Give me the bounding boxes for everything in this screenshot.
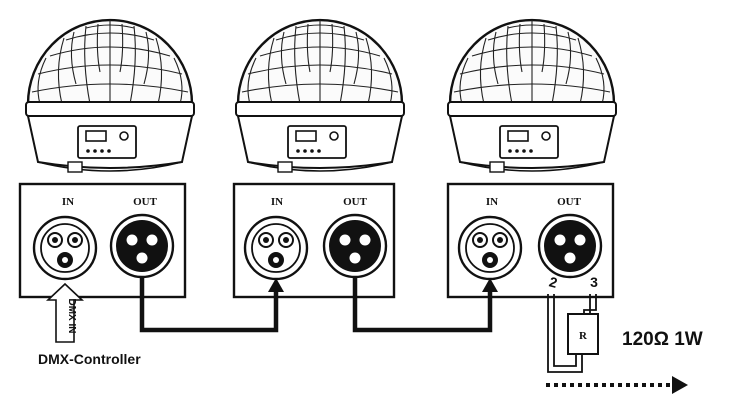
dome-light-1-icon xyxy=(24,18,196,174)
dome-light-2-icon xyxy=(234,18,406,174)
dome-light-3-icon xyxy=(446,18,618,174)
arrow-into-in-3-icon xyxy=(482,278,498,292)
xlr-male-out-1-icon xyxy=(109,213,175,279)
connector-panel-3: IN OUT 2 3 xyxy=(446,182,615,299)
connector-panel-1: IN OUT xyxy=(18,182,187,299)
terminator-spec-label: 120Ω 1W xyxy=(622,329,703,350)
xlr-female-in-3-icon xyxy=(457,215,523,281)
pin-label-3: 3 xyxy=(590,274,598,290)
out-label-3: OUT xyxy=(557,196,582,208)
pin-label-2: 2 xyxy=(547,273,559,291)
xlr-male-out-2-icon xyxy=(322,213,388,279)
dmx-in-arrow: DMX IN xyxy=(45,282,85,343)
dmx-in-label: DMX IN xyxy=(66,299,77,334)
cable-2-to-3 xyxy=(352,278,493,333)
terminator-wiring xyxy=(547,294,597,373)
connector-panel-2: IN OUT xyxy=(232,182,396,299)
out-label-1: OUT xyxy=(133,196,158,208)
resistor-icon xyxy=(567,313,599,355)
cable-1-to-2 xyxy=(139,278,279,333)
in-label-2: IN xyxy=(271,196,283,208)
xlr-male-out-3-icon xyxy=(537,213,603,279)
arrow-right-dotted-icon xyxy=(546,376,688,394)
xlr-female-in-2-icon xyxy=(243,215,309,281)
resistor-label: R xyxy=(579,330,588,342)
dmx-controller-label: DMX-Controller xyxy=(38,351,141,367)
out-label-2: OUT xyxy=(343,196,368,208)
arrow-into-in-2-icon xyxy=(268,278,284,292)
in-label-1: IN xyxy=(62,196,74,208)
in-label-3: IN xyxy=(486,196,498,208)
xlr-female-in-1-icon xyxy=(32,215,98,281)
